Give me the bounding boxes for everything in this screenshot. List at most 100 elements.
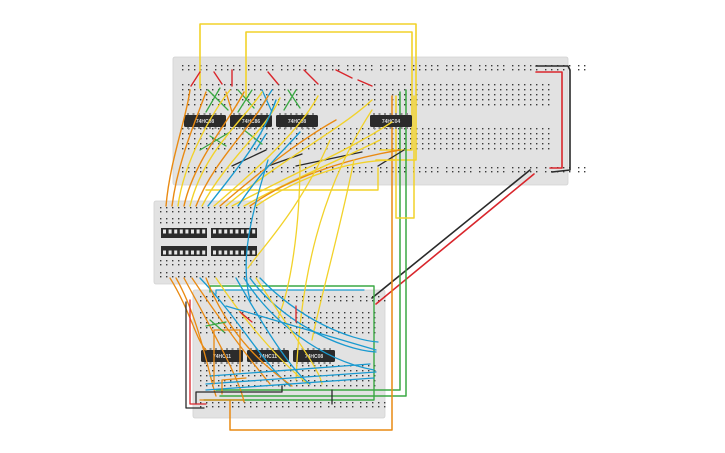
dip-switch-toggle[interactable] [235,250,239,255]
wire[interactable] [183,91,245,207]
wire[interactable] [199,23,417,161]
wire[interactable] [190,71,201,87]
wire[interactable] [375,173,535,305]
wire[interactable] [189,91,263,207]
wire[interactable] [371,169,531,299]
dip-switch-toggle[interactable] [191,229,194,234]
wire[interactable] [255,277,323,385]
dip-switch-toggle[interactable] [213,250,216,255]
wire[interactable] [249,149,401,207]
wire[interactable] [255,159,397,207]
wire[interactable] [205,321,227,327]
wire[interactable] [215,91,401,391]
wire[interactable] [225,91,233,113]
wire[interactable] [191,277,271,385]
dip-switch-toggle[interactable] [174,229,178,234]
wire[interactable] [183,277,245,403]
wire[interactable] [205,277,293,387]
wire[interactable] [259,277,379,343]
wire[interactable] [277,159,301,319]
wire[interactable] [225,305,377,351]
wire[interactable] [335,69,353,79]
wire[interactable] [287,89,301,109]
wire[interactable] [225,99,373,207]
wire[interactable] [237,89,253,113]
dip-switch-toggle[interactable] [218,229,222,234]
wire[interactable] [165,89,191,207]
wire[interactable] [189,299,207,405]
dip-switch-toggle[interactable] [168,250,172,255]
dip-switch-toggle[interactable] [224,229,228,234]
dip-switch-toggle[interactable] [224,250,228,255]
wire[interactable] [377,149,405,167]
dip-switch-toggle[interactable] [229,250,233,255]
wire[interactable] [195,385,283,405]
dip-switch-4[interactable] [211,246,257,256]
wire[interactable] [261,89,273,113]
wire[interactable] [303,69,319,85]
wire[interactable] [231,121,393,207]
dip-switch-toggle[interactable] [218,250,222,255]
wire[interactable] [209,135,227,147]
dip-switch-toggle[interactable] [235,229,239,234]
dip-switch-toggle[interactable] [246,229,250,234]
dip-switch-toggle[interactable] [163,250,166,255]
wire[interactable] [199,131,231,151]
dip-switch-toggle[interactable] [179,250,183,255]
wire[interactable] [255,133,267,151]
wire[interactable] [219,119,337,207]
dip-switch-toggle[interactable] [246,250,250,255]
wire[interactable] [177,89,231,207]
dip-switch-3[interactable] [161,246,207,256]
wire[interactable] [205,377,375,391]
dip-switch-toggle[interactable] [241,250,244,255]
wire[interactable] [245,159,269,301]
wire[interactable] [205,87,221,113]
dip-switch-toggle[interactable] [252,229,256,234]
wire[interactable] [207,99,277,207]
dip-switch-toggle[interactable] [191,250,194,255]
wire[interactable] [243,139,381,207]
wire[interactable] [249,277,377,353]
dip-switch-toggle[interactable] [252,250,256,255]
wire[interactable] [535,71,563,169]
wire[interactable] [213,95,319,207]
wire[interactable] [283,89,297,111]
dip-switch-toggle[interactable] [196,250,200,255]
wire[interactable] [395,95,415,219]
wire[interactable] [221,377,247,395]
wire[interactable] [195,95,269,207]
wire[interactable] [213,329,241,385]
wire[interactable] [201,97,281,207]
wire[interactable] [215,289,365,295]
dip-switch-toggle[interactable] [163,229,166,234]
wire[interactable] [267,71,279,85]
wire[interactable] [171,91,207,207]
wire[interactable] [215,277,309,385]
dip-switch-toggle[interactable] [229,229,233,234]
wire[interactable] [231,149,267,167]
dip-switch-toggle[interactable] [168,229,172,234]
wire[interactable] [229,95,393,431]
wire[interactable] [209,363,371,377]
wire[interactable] [237,131,301,207]
dip-switch-toggle[interactable] [185,229,189,234]
dip-switch-toggle[interactable] [196,229,200,234]
dip-switch-toggle[interactable] [202,250,206,255]
wire[interactable] [185,301,205,409]
dip-switch-toggle[interactable] [174,250,178,255]
wire[interactable] [205,371,377,385]
dip-switch-2[interactable] [211,228,257,238]
wire[interactable] [219,89,407,397]
wire[interactable] [311,159,355,341]
wire[interactable] [245,31,413,151]
wire[interactable] [357,79,373,87]
wire[interactable] [267,153,303,167]
wire[interactable] [209,319,225,333]
wire[interactable] [207,89,229,111]
wire[interactable] [235,277,311,385]
dip-switch-1[interactable] [161,228,207,238]
wire[interactable] [213,71,223,85]
dip-switch-toggle[interactable] [185,250,189,255]
wire[interactable] [535,65,571,173]
